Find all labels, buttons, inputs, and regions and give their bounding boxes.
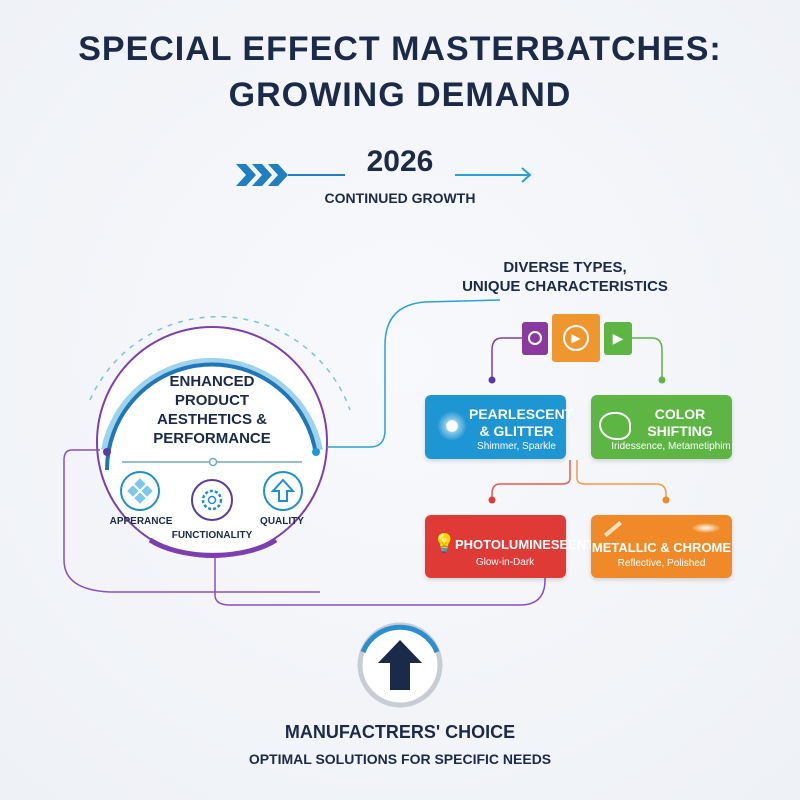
quality-up-arrow-icon (263, 471, 303, 511)
card-title-line: SHIFTING (647, 423, 713, 439)
card-subtitle: Glow-in-Dark (475, 557, 535, 568)
card-title-line: COLOR (654, 406, 706, 422)
arrow-head-icon (521, 167, 532, 183)
cycle-icon (522, 322, 548, 355)
label-quality: QUALITY (260, 516, 304, 527)
card-subtitle: Shimmer, Sparkle (477, 441, 556, 452)
title-line-2: GROWING DEMAND (228, 76, 572, 114)
card-pearlescent: PEARLESCENT& GLITTER Shimmer, Sparkle (425, 395, 574, 459)
hub-title-line: ENHANCED (169, 373, 255, 390)
hub-title-line: PERFORMANCE (153, 430, 271, 447)
card-subtitle: Iridessence, Metametiphim (611, 441, 731, 452)
pattern-tiles-icon (120, 471, 160, 511)
card-title: PEARLESCENT& GLITTER (469, 406, 574, 440)
timeline-caption: CONTINUED GROWTH (324, 190, 476, 206)
card-metallic: METALLIC & CHROME Reflective, Polished (591, 515, 732, 578)
card-subtitle: Reflective, Polished (617, 558, 706, 569)
hub-light-arc (101, 357, 323, 451)
up-arrow-icon (378, 640, 422, 690)
dashed-arc (89, 316, 351, 411)
card-title-line: PEARLESCENT (469, 406, 574, 422)
hub-bottom-arc (148, 537, 278, 558)
title-line-1: SPECIAL EFFECT MASTERBATCHES: (78, 30, 722, 68)
card-title: PHOTOLUMINESEENT (455, 536, 595, 553)
play-icon: ▶ (604, 322, 632, 355)
card-title-line: & GLITTER (479, 423, 554, 439)
play-circle-icon: ▶ (552, 314, 600, 362)
card-title: METALLIC & CHROME (591, 539, 732, 556)
hub-title-line: PRODUCT (174, 392, 250, 409)
sparkle-icon (437, 411, 467, 441)
glint-icon (691, 523, 721, 533)
lightbulb-icon: 💡 (433, 533, 456, 553)
types-heading-line: DIVERSE TYPES, (503, 259, 627, 276)
label-appearance: APPERANCE (109, 516, 173, 527)
types-heading: DIVERSE TYPES, UNIQUE CHARACTERISTICS (440, 258, 690, 296)
hub-blue-arc (104, 362, 318, 471)
label-functionality: FUNCTIONALITY (171, 530, 253, 541)
hub-title-line: AESTHETICS & (156, 411, 267, 428)
chevrons-icon (236, 164, 288, 186)
card-title-line: PHOTOLUMINESEENT (455, 537, 595, 552)
hub-title: ENHANCED PRODUCT AESTHETICS & PERFORMANC… (130, 372, 294, 448)
footer-title: MANUFACTRERS' CHOICE (284, 722, 516, 742)
card-title-line: METALLIC & CHROME (591, 540, 732, 555)
gear-icon (191, 479, 233, 521)
footer-subtitle: OPTIMAL SOLUTIONS FOR SPECIFIC NEEDS (248, 751, 552, 767)
chameleon-icon (599, 412, 631, 440)
shine-icon (604, 521, 622, 537)
card-photoluminescent: 💡 PHOTOLUMINESEENT Glow-in-Dark (425, 515, 595, 578)
types-heading-line: UNIQUE CHARACTERISTICS (462, 278, 668, 295)
timeline-year: 2026 (366, 145, 434, 178)
